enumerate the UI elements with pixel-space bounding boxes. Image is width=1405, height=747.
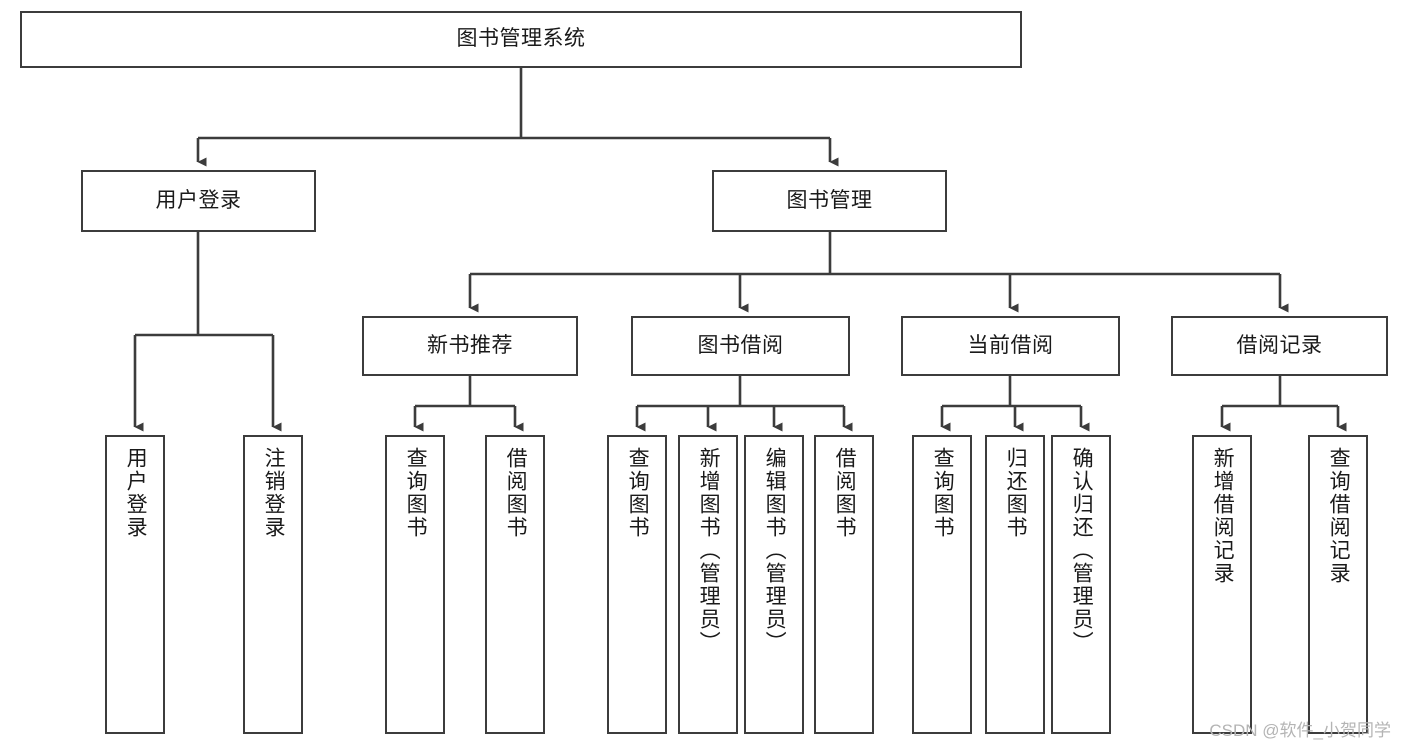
node-leaf-borrow-book-recommend[interactable]: 借阅图书 <box>485 435 545 734</box>
node-leaf-query-book-current[interactable]: 查询图书 <box>912 435 972 734</box>
node-book-borrow-label: 图书借阅 <box>697 333 784 357</box>
node-root-label: 图书管理系统 <box>456 27 586 51</box>
node-current-borrow-label: 当前借阅 <box>967 333 1054 357</box>
node-borrow-record[interactable]: 借阅记录 <box>1171 316 1388 376</box>
watermark-text: CSDN @软件_小贺同学 <box>1209 721 1391 740</box>
node-leaf-borrow-book[interactable]: 借阅图书 <box>814 435 874 734</box>
node-new-book-recommend-label: 新书推荐 <box>427 333 513 357</box>
node-leaf-query-book-borrow-label: 查询图书 <box>626 447 650 539</box>
node-leaf-borrow-book-recommend-label: 借阅图书 <box>504 447 528 539</box>
node-leaf-query-borrow-record[interactable]: 查询借阅记录 <box>1308 435 1368 734</box>
node-leaf-confirm-return-admin-label: 确认归还（管理员） <box>1070 447 1094 654</box>
node-leaf-return-book[interactable]: 归还图书 <box>985 435 1045 734</box>
node-leaf-user-logout[interactable]: 注销登录 <box>243 435 303 734</box>
node-leaf-query-book-recommend[interactable]: 查询图书 <box>385 435 445 734</box>
node-leaf-edit-book-admin[interactable]: 编辑图书（管理员） <box>744 435 804 734</box>
node-leaf-user-logout-label: 注销登录 <box>262 447 286 539</box>
node-borrow-record-label: 借阅记录 <box>1236 333 1323 357</box>
node-root[interactable]: 图书管理系统 <box>20 11 1022 68</box>
node-new-book-recommend[interactable]: 新书推荐 <box>362 316 578 376</box>
node-leaf-user-login[interactable]: 用户登录 <box>105 435 165 734</box>
node-leaf-add-borrow-record-label: 新增借阅记录 <box>1211 447 1235 585</box>
node-leaf-edit-book-admin-label: 编辑图书（管理员） <box>763 447 787 654</box>
node-leaf-query-book-current-label: 查询图书 <box>931 447 955 539</box>
node-leaf-query-book-borrow[interactable]: 查询图书 <box>607 435 667 734</box>
node-leaf-add-borrow-record[interactable]: 新增借阅记录 <box>1192 435 1252 734</box>
node-leaf-query-book-recommend-label: 查询图书 <box>404 447 428 539</box>
node-leaf-query-borrow-record-label: 查询借阅记录 <box>1327 447 1351 585</box>
node-leaf-return-book-label: 归还图书 <box>1004 447 1028 539</box>
node-leaf-add-book-admin[interactable]: 新增图书（管理员） <box>678 435 738 734</box>
node-book-management-label: 图书管理 <box>786 188 873 212</box>
node-current-borrow[interactable]: 当前借阅 <box>901 316 1120 376</box>
node-leaf-user-login-label: 用户登录 <box>124 447 148 539</box>
node-leaf-borrow-book-label: 借阅图书 <box>833 447 857 539</box>
node-book-management[interactable]: 图书管理 <box>712 170 947 232</box>
node-leaf-confirm-return-admin[interactable]: 确认归还（管理员） <box>1051 435 1111 734</box>
node-leaf-add-book-admin-label: 新增图书（管理员） <box>697 447 721 654</box>
node-user-login[interactable]: 用户登录 <box>81 170 316 232</box>
node-book-borrow[interactable]: 图书借阅 <box>631 316 850 376</box>
node-user-login-label: 用户登录 <box>155 188 242 212</box>
